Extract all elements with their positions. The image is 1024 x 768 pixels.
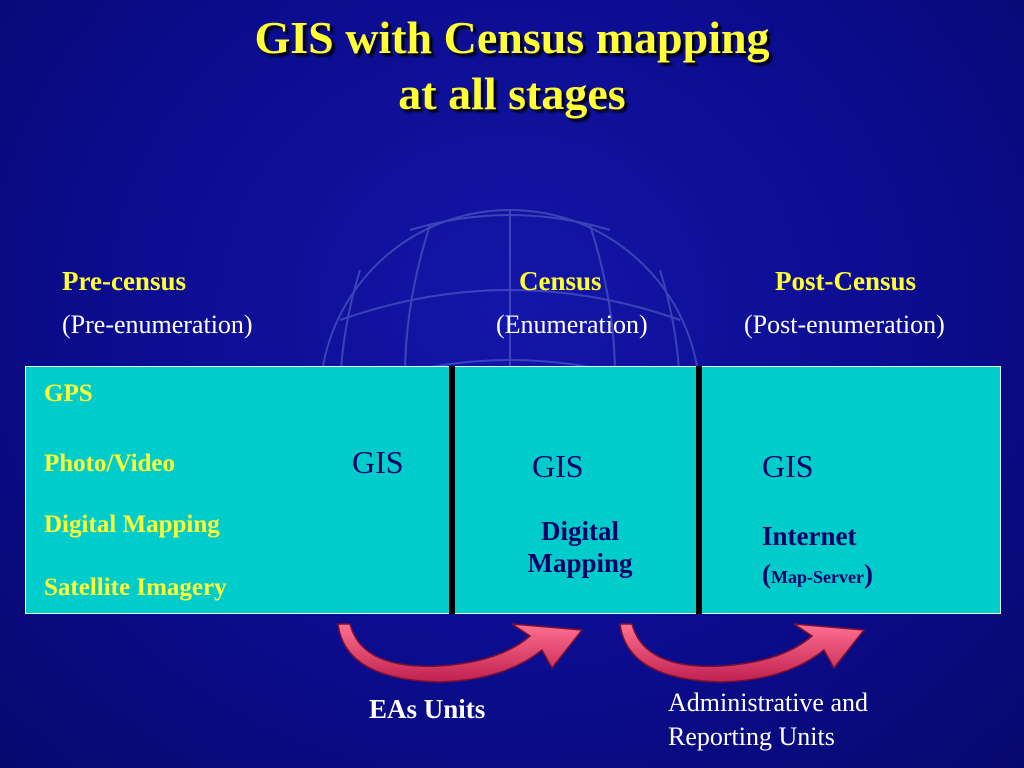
admin-line-2: Reporting Units bbox=[668, 722, 835, 751]
stage-pre-census-sub: (Pre-enumeration) bbox=[62, 310, 253, 339]
gis-label-post: GIS bbox=[762, 448, 814, 484]
map-server-text: Map-Server bbox=[771, 567, 864, 587]
stage-post-census-sub: (Post-enumeration) bbox=[744, 310, 945, 339]
post-line-map-server: (Map-Server) bbox=[762, 557, 873, 594]
census-line-2: Mapping bbox=[527, 548, 633, 578]
divider-census-post bbox=[696, 366, 702, 614]
stage-post-census: Post-Census bbox=[775, 266, 917, 296]
eas-units-label: EAs Units bbox=[369, 694, 486, 724]
post-line-internet: Internet bbox=[762, 521, 857, 551]
gis-label-census: GIS bbox=[532, 448, 584, 484]
admin-line-1: Administrative and bbox=[668, 688, 869, 717]
title-line-2: at all stages bbox=[398, 68, 626, 119]
stage-pre-census: Pre-census bbox=[62, 266, 186, 296]
item-gps: GPS bbox=[44, 380, 93, 407]
title-line-1: GIS with Census mapping bbox=[254, 12, 770, 63]
post-internet: Internet (Map-Server) bbox=[762, 515, 873, 594]
arrow-pre-to-census bbox=[337, 623, 584, 683]
stages-panel bbox=[25, 366, 1001, 614]
paren-open: ( bbox=[762, 559, 771, 589]
item-digital-mapping: Digital Mapping bbox=[44, 511, 220, 538]
census-digital-mapping: Digital Mapping bbox=[500, 515, 660, 579]
item-photo-video: Photo/Video bbox=[44, 450, 176, 477]
stage-transition-arrows bbox=[337, 623, 866, 683]
admin-reporting-units-label: Administrative and Reporting Units bbox=[668, 686, 868, 754]
paren-close: ) bbox=[863, 559, 873, 589]
census-line-1: Digital bbox=[541, 516, 619, 546]
gis-label-pre: GIS bbox=[352, 444, 404, 480]
slide-title: GIS with Census mapping at all stages bbox=[0, 10, 1024, 122]
stage-census-sub: (Enumeration) bbox=[496, 310, 648, 339]
divider-pre-census bbox=[449, 366, 455, 614]
item-satellite-imagery: Satellite Imagery bbox=[44, 574, 227, 601]
arrow-census-to-post bbox=[619, 623, 866, 683]
stage-census: Census bbox=[519, 266, 602, 296]
